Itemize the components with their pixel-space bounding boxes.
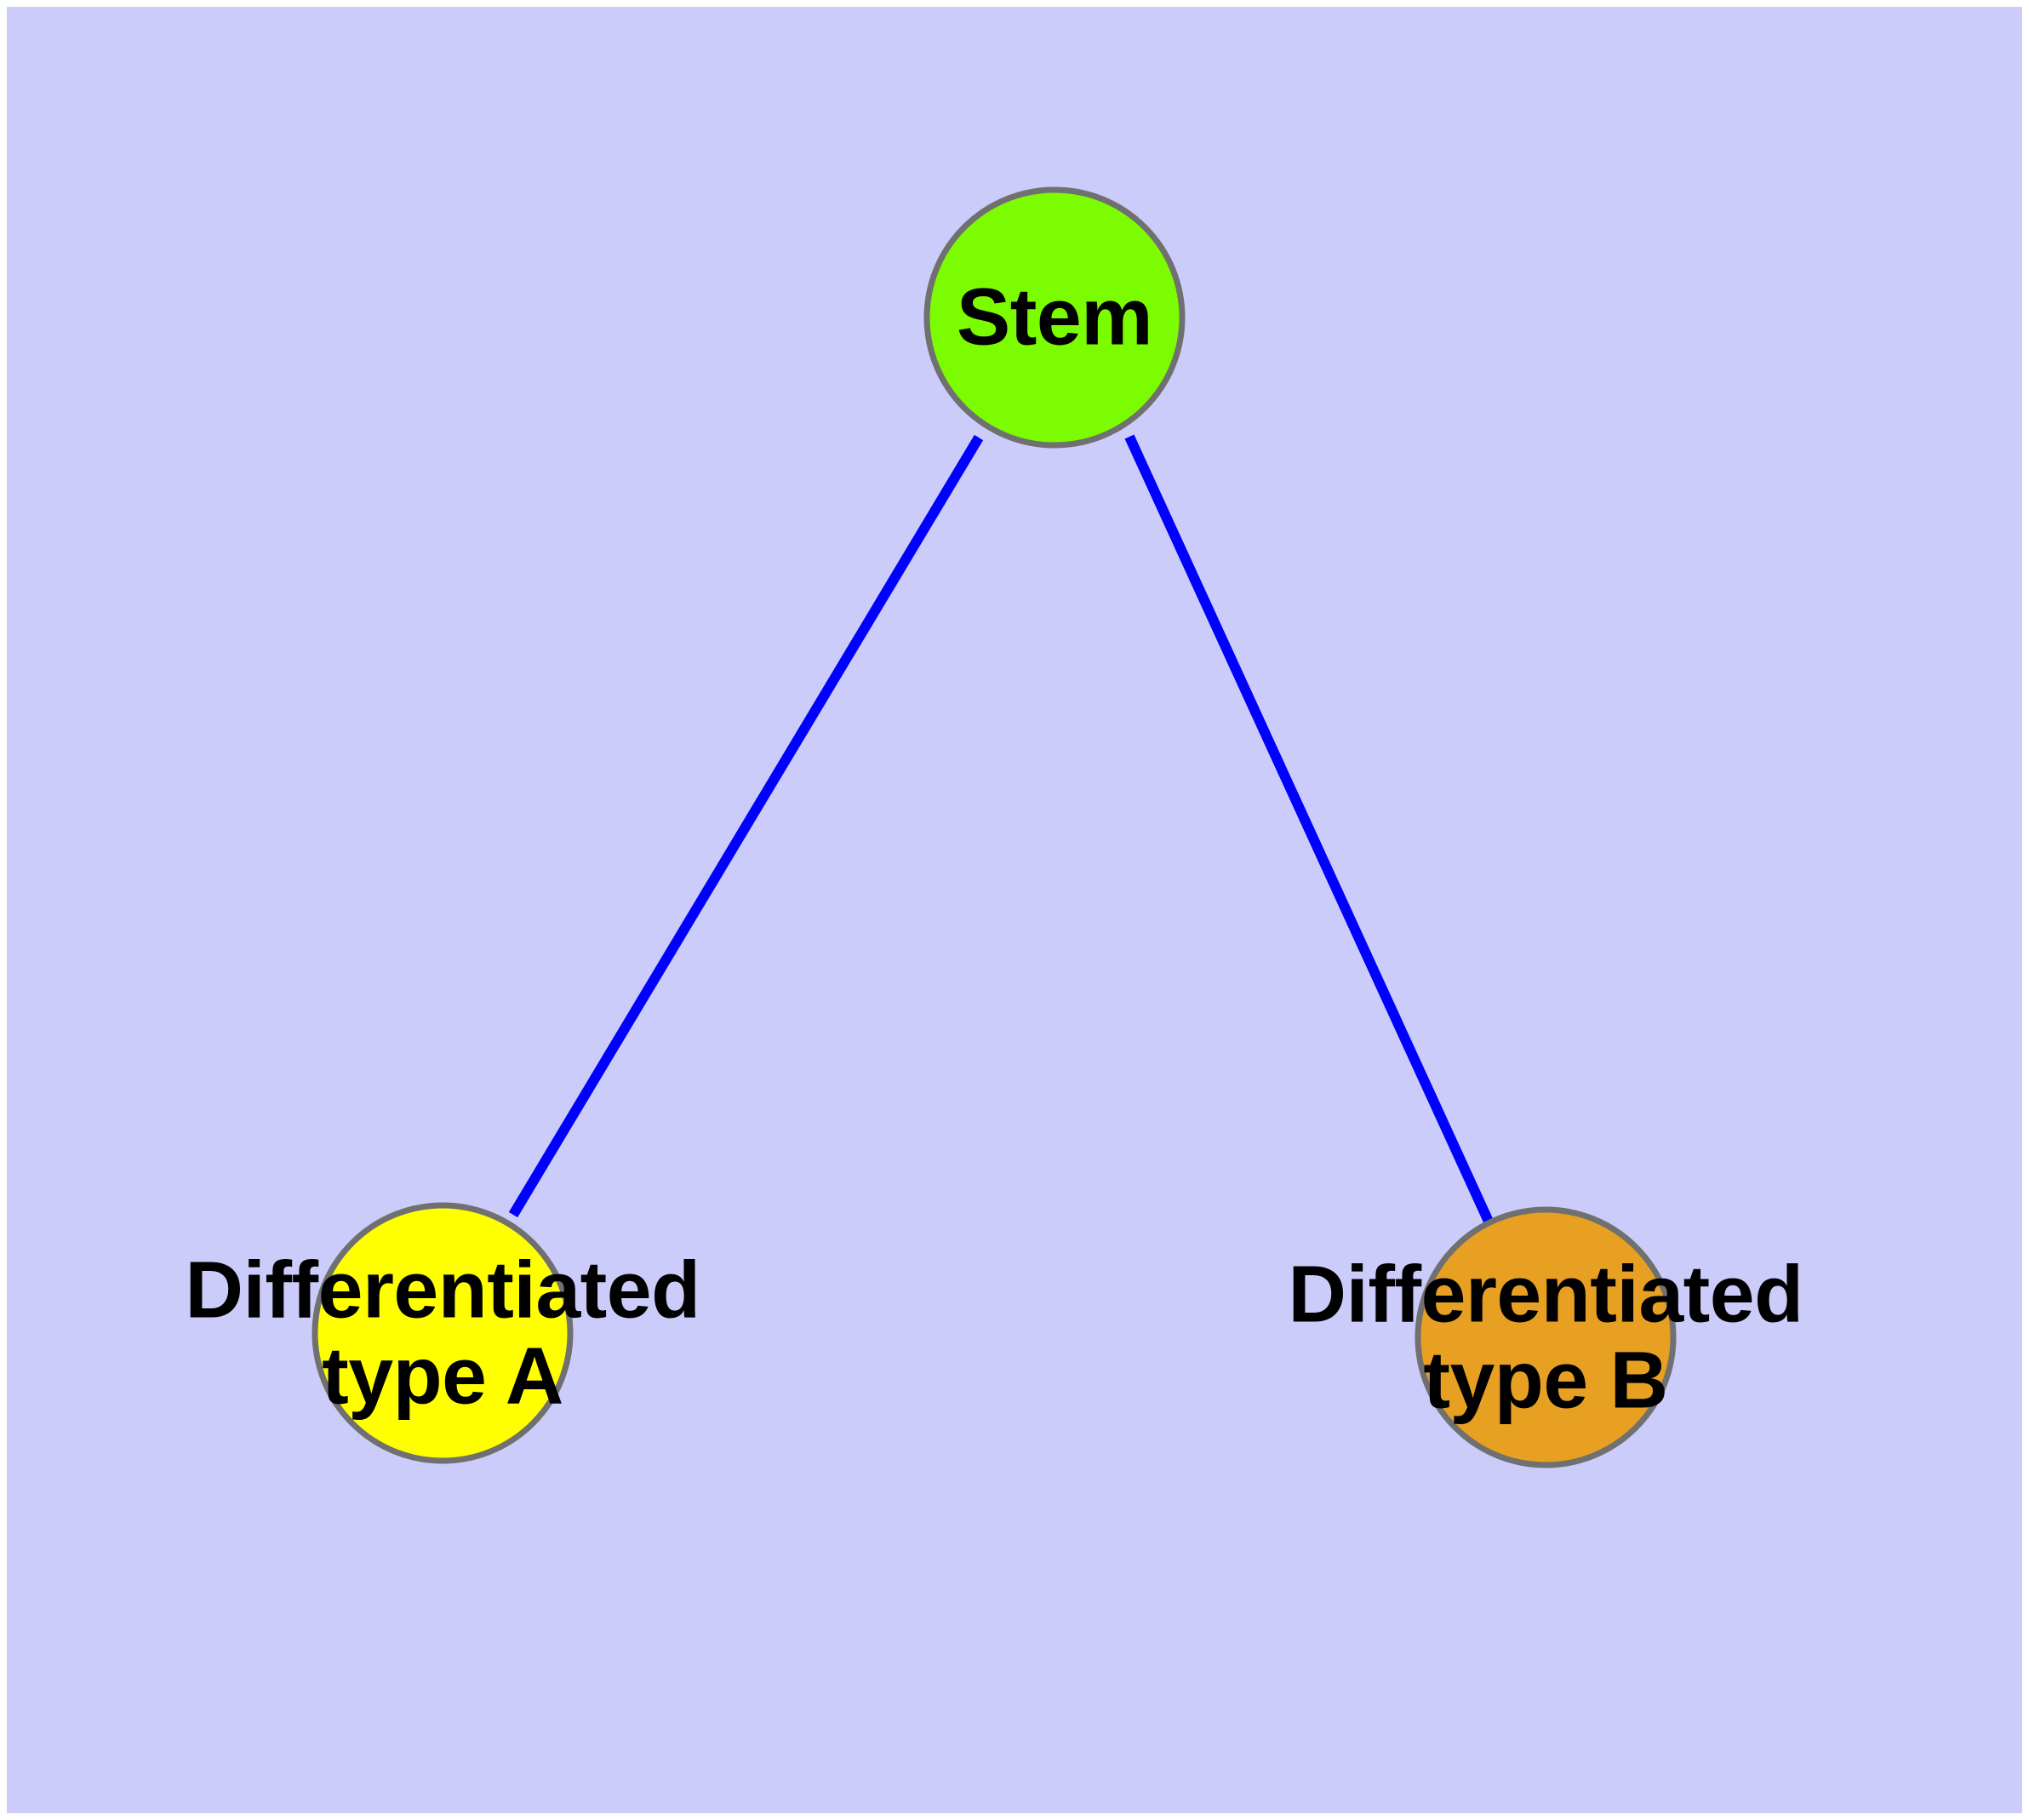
- edge-stem-to-diff-a[interactable]: [508, 434, 984, 1218]
- node-layer: [311, 186, 1677, 1468]
- edge-layer: [508, 434, 1495, 1226]
- edge-stem-to-diff-b[interactable]: [1124, 434, 1495, 1226]
- node-differentiated-type-b[interactable]: [1415, 1206, 1677, 1468]
- node-stem[interactable]: [923, 186, 1186, 449]
- node-differentiated-type-a[interactable]: [311, 1202, 574, 1464]
